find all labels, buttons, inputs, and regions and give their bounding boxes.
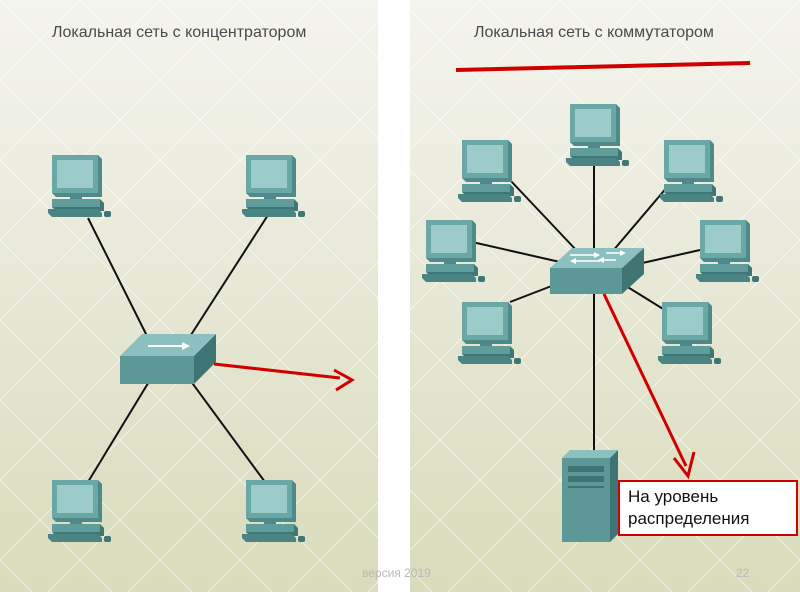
- title-underline: [455, 61, 751, 72]
- page-number: 22: [736, 566, 750, 580]
- callout-box: На уровень распределения: [618, 480, 798, 536]
- red-arrow-icon: [213, 362, 355, 392]
- computer-icon: [48, 155, 111, 217]
- callout-line-1: На уровень: [628, 487, 719, 506]
- server-icon: [562, 450, 618, 542]
- computer-icon: [458, 140, 521, 202]
- computer-icon: [422, 220, 485, 282]
- computer-icon: [242, 480, 305, 542]
- computer-icon: [48, 480, 111, 542]
- left-panel-title: Локальная сеть с концентратором: [52, 24, 307, 41]
- computer-icon: [566, 104, 629, 166]
- computer-icon: [458, 302, 521, 364]
- computer-icon: [660, 140, 723, 202]
- version-label: версия 2019: [362, 566, 431, 580]
- right-links: [471, 164, 701, 452]
- computer-icon: [242, 155, 305, 217]
- computer-icon: [696, 220, 759, 282]
- red-arrow-icon: [602, 293, 696, 480]
- computer-icon: [658, 302, 721, 364]
- callout-line-2: распределения: [628, 509, 750, 528]
- left-links: [87, 214, 269, 483]
- right-panel-title: Локальная сеть с коммутатором: [474, 24, 714, 41]
